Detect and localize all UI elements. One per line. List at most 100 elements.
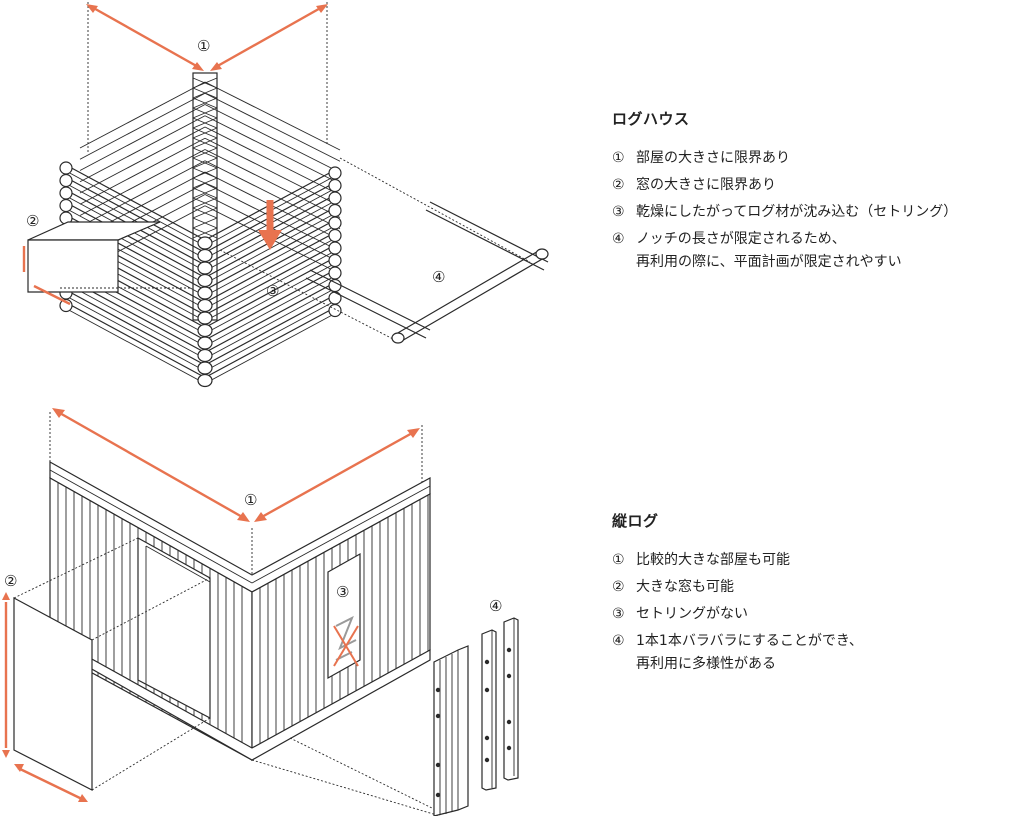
room-width-arrow [89,4,201,70]
hatch-line [192,147,218,159]
item-marker: ③ [612,606,625,622]
log-line [65,208,206,284]
log-end [197,373,213,388]
opening-frame [145,545,211,583]
hatch-line [192,187,218,199]
hatch-line [192,97,218,109]
log-line [204,149,341,218]
window-width-arrow [17,766,85,802]
dowel-hole [506,745,512,751]
comparison-illustration: ① ② ③ ④ [2,2,549,816]
item-text-continued: 再利用に多様性がある [636,656,776,672]
window-width-arrow [33,284,71,306]
log-line [65,295,206,372]
legend-title: ログハウス [612,110,690,128]
log-end [59,186,73,200]
log-end [328,203,342,218]
log-end [197,348,213,363]
dowel-hole [435,713,441,719]
log-end [391,332,405,344]
log-line [204,300,336,372]
log-line [204,92,341,162]
log-panel [433,645,469,816]
item-text: 窓の大きさに限界あり [636,177,776,193]
beam-edge [251,485,431,584]
log-end [328,166,342,180]
guide-line [289,737,441,813]
room-width-arrow [57,410,245,520]
log-line [79,126,206,194]
log-end [59,198,73,213]
marker-4-label: ④ [432,268,445,286]
guide-line [251,759,441,816]
log-line [204,137,341,207]
item-marker: ① [612,150,625,166]
log-end [535,248,549,260]
arrow-head [316,4,328,13]
log-house-illustration: ① ② ③ ④ [22,2,549,388]
diagram-area: ① ② ③ ④ [2,2,549,816]
cross-out [333,625,359,667]
log-line [79,149,206,216]
detached-log [309,269,431,331]
window-block-top [27,221,161,241]
hatch-line [192,217,218,229]
log-line [204,294,336,366]
item-text: 乾燥にしたがってログ材が沈み込む（セトリング） [636,204,958,220]
guide-line [13,537,139,599]
log-line [204,244,336,316]
vertical-log-illustration: ① ② ③ ④ [2,408,519,816]
log-line [204,126,341,196]
log-line [65,183,206,259]
arrow-head [254,512,267,522]
log-line [204,231,336,304]
item-text: 1本1本バラバラにすることができ、 [636,633,863,649]
log-line [65,176,206,254]
marker-3-label: ③ [266,282,279,300]
item-text: 大きな窓も可能 [636,579,734,595]
log-line [204,81,341,151]
marker-3-label: ③ [336,583,349,601]
hatch-line [192,197,218,209]
log-ends-corner [197,236,213,388]
marker-1-label: ① [197,37,210,55]
detached-log [429,201,549,263]
legend-title: 縦ログ [612,512,659,530]
marker-1-label: ① [244,491,257,509]
log-end [328,278,342,293]
single-log [503,617,519,781]
dowel-hole [484,735,490,741]
item-text: ノッチの長さが限定されるため、 [636,231,846,247]
log-line [204,238,336,309]
log-line [79,92,206,160]
arrow-head [14,764,24,772]
log-line [204,115,341,185]
log-end [328,291,342,305]
log-end [328,228,342,243]
log-end [197,236,213,250]
log-end [197,361,213,375]
log-line [65,308,206,384]
arrow-head [237,512,250,522]
log-end [328,178,342,193]
large-window-opening [137,536,211,719]
hatch-line [192,87,218,99]
detached-log [399,257,545,343]
log-line [65,289,206,366]
beam-edge [49,469,253,584]
log-end [197,323,213,338]
dowel-hole [435,762,441,768]
log-end [328,241,342,255]
log-line [79,160,206,228]
log-end [197,298,213,313]
item-marker: ④ [612,231,625,247]
log-end [328,253,342,268]
dowel-hole [484,659,490,665]
arrow-head [210,62,222,71]
log-end [197,311,213,325]
